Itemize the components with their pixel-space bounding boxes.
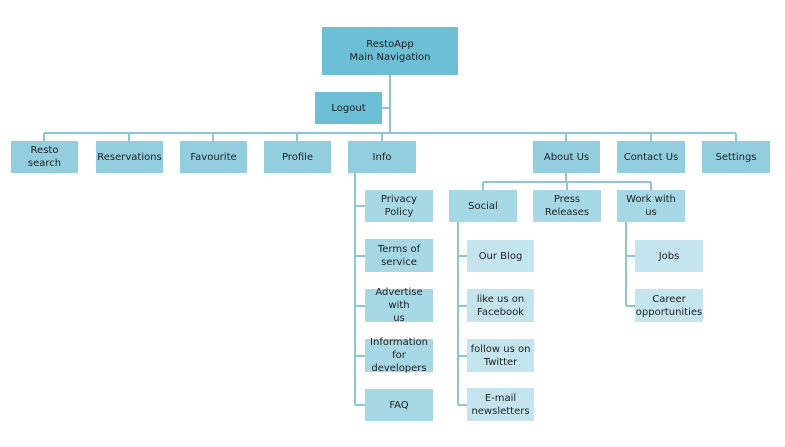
facebook-node[interactable]: like us on Facebook bbox=[467, 289, 534, 322]
twitter-node[interactable]: follow us on Twitter bbox=[467, 339, 534, 372]
press-releases-node[interactable]: Press Releases bbox=[533, 190, 601, 222]
info-node[interactable]: Info bbox=[348, 141, 416, 173]
about-us-node[interactable]: About Us bbox=[533, 141, 600, 173]
root-title: RestoApp bbox=[366, 39, 414, 50]
faq-node[interactable]: FAQ bbox=[365, 389, 433, 421]
privacy-policy-node[interactable]: Privacy Policy bbox=[365, 190, 433, 222]
resto-search-node[interactable]: Resto search bbox=[11, 141, 78, 173]
logout-node[interactable]: Logout bbox=[315, 92, 382, 124]
jobs-node[interactable]: Jobs bbox=[635, 240, 703, 272]
newsletters-node[interactable]: E-mail newsletters bbox=[467, 388, 534, 421]
social-node[interactable]: Social bbox=[449, 190, 517, 222]
work-with-us-node[interactable]: Work with us bbox=[617, 190, 685, 222]
reservations-node[interactable]: Reservations bbox=[96, 141, 163, 173]
root-subtitle: Main Navigation bbox=[349, 52, 431, 63]
favourite-node[interactable]: Favourite bbox=[180, 141, 247, 173]
profile-node[interactable]: Profile bbox=[264, 141, 331, 173]
our-blog-node[interactable]: Our Blog bbox=[467, 240, 534, 272]
advertise-with-us-node[interactable]: Advertise with us bbox=[365, 287, 433, 324]
settings-node[interactable]: Settings bbox=[702, 141, 770, 173]
career-opportunities-node[interactable]: Career opportunities bbox=[635, 289, 703, 322]
contact-us-node[interactable]: Contact Us bbox=[617, 141, 685, 173]
terms-of-service-node[interactable]: Terms of service bbox=[365, 239, 433, 272]
information-for-developers-node[interactable]: Information for developers bbox=[365, 337, 433, 374]
root-node: RestoApp Main Navigation bbox=[322, 27, 458, 75]
